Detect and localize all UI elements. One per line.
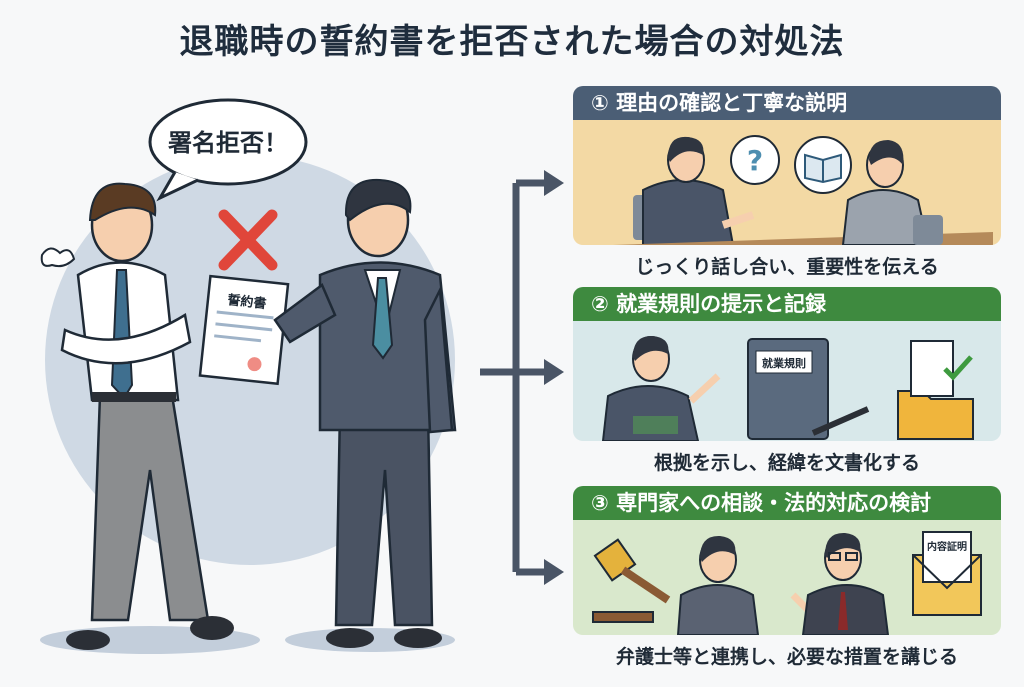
rulebook-label: 就業規則 <box>762 356 806 370</box>
speech-bubble <box>148 98 308 202</box>
step-2-header: ② 就業規則の提示と記録 <box>573 287 1001 321</box>
red-x-icon <box>218 209 278 271</box>
refusal-scene: 署名拒否！ 誓約書 <box>40 98 457 654</box>
envelope-label: 内容証明 <box>927 540 967 553</box>
refusing-employee <box>40 182 234 650</box>
pen-icon <box>811 406 870 436</box>
step-1-illustration: ? <box>573 120 1001 245</box>
step-1-panel: ① 理由の確認と丁寧な説明 ? <box>573 86 1001 245</box>
arrow-icon <box>544 359 564 385</box>
page-title: 退職時の誓約書を拒否された場合の対処法 <box>179 22 845 62</box>
gavel-icon <box>592 538 671 623</box>
step-1-caption: じっくり話し合い、重要性を伝える <box>635 256 939 278</box>
step-2-caption: 根拠を示し、経緯を文書化する <box>653 452 920 474</box>
rulebook-icon <box>747 338 829 440</box>
step-3-illustration: 内容証明 <box>573 520 1001 635</box>
book-bubble-icon <box>794 136 852 194</box>
step-2-illustration: 就業規則 <box>573 321 1001 441</box>
flow-connector <box>480 170 564 585</box>
speech-bubble-text: 署名拒否！ <box>167 129 288 157</box>
document-label: 誓約書 <box>227 292 267 312</box>
step-2-panel: ② 就業規則の提示と記録 就業規則 <box>573 287 1001 441</box>
step-3-header: ③ 専門家への相談・法的対応の検討 <box>573 486 1001 520</box>
step-3-caption: 弁護士等と連携し、必要な措置を講じる <box>615 646 958 668</box>
manager <box>273 178 457 648</box>
pledge-document <box>198 274 290 386</box>
step-1-header: ① 理由の確認と丁寧な説明 <box>573 86 1001 120</box>
arrow-icon <box>544 170 564 196</box>
arrow-icon <box>544 559 564 585</box>
svg-text:?: ? <box>747 144 763 177</box>
certified-mail-envelope-icon <box>912 531 982 616</box>
step-3-panel: ③ 専門家への相談・法的対応の検討 内容証明 <box>573 486 1001 635</box>
folder-check-icon <box>897 340 974 440</box>
question-bubble-icon: ? <box>730 135 780 185</box>
